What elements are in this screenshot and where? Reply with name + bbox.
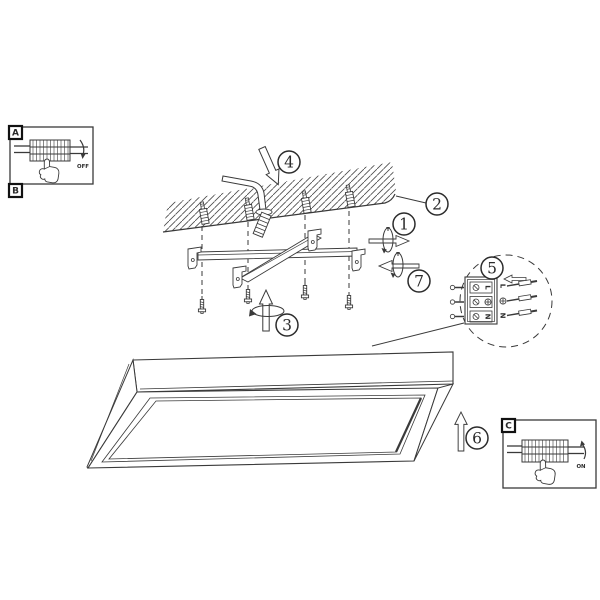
panel-a-letter: A [12,129,19,139]
callout-step-2: 2 [425,192,449,216]
power-off-label: OFF [77,164,89,170]
callout-step-7: 7 [407,269,431,293]
bracket-corner-clip [307,228,322,252]
supply-wires: L N [499,279,538,319]
screw-icon [243,285,253,304]
mounting-screws [197,281,354,314]
panel-a-tag [7,124,24,141]
ceiling-section [162,162,396,233]
rotation-ellipse-icon [382,227,394,253]
power-on-label: ON [576,464,586,470]
flexible-conduit [252,211,272,238]
lamp-right-edge [413,383,454,462]
callout-number: 1 [399,216,409,234]
feed-cable-arrow-icon [258,145,280,186]
unscrew-direction-arrow-icon [377,259,420,273]
inset-panel-c: C ON [500,417,597,489]
callout-step-3: 3 [275,313,299,337]
panel-c-tag [500,417,517,434]
insert-wire-arrow-icon [503,274,527,284]
ceiling-hatch-area [163,162,396,232]
earth-icon [499,297,507,305]
rotation-ellipse-icon [392,252,404,278]
lift-arrow-icon [258,288,274,332]
wire-live-label: L [499,284,507,289]
terminal-screw-icon [472,284,480,320]
terminal-fixing-screws [449,284,464,320]
bracket-corner-clip [351,248,366,272]
callouts: 4 2 1 7 3 5 6 [275,150,504,450]
unscrew-action [377,252,420,278]
panel-b-tag [7,182,24,199]
callout-step-6: 6 [465,426,489,450]
screw-icon [344,291,354,310]
mounting-bracket [187,228,366,289]
callout-step-5: 5 [480,256,504,280]
diffuser-frame-outer [101,394,426,463]
callout-number: 6 [472,430,482,448]
wiring-detail-bubble: L N L N [449,254,553,348]
callout-number: 7 [414,273,424,291]
terminal-neutral-label: N [484,314,492,320]
lift-bracket-action [249,288,285,332]
mains-supply-cable [221,175,273,238]
callout-number: 3 [282,317,292,335]
terminal-strip [507,439,584,463]
earth-icon [484,298,492,306]
panel-b-letter: B [12,187,19,197]
terminal-live-label: L [484,285,492,290]
callout-step-1: 1 [392,212,416,236]
callout-step-4: 4 [277,150,301,174]
wire-neutral-label: N [499,313,507,319]
callout-number: 2 [432,196,442,214]
callout-number: 5 [487,260,497,278]
lamp-body [86,351,454,469]
detail-dashed-circle [459,254,553,348]
terminal-strip [14,139,88,162]
screw-icon [197,295,207,314]
callout-2-leader [395,195,427,204]
screw-direction-arrow-icon [368,234,411,248]
screw-icon [300,281,310,300]
ceiling-bottom-edge [162,193,396,233]
detail-leader-line [371,322,465,347]
lamp-side-band [132,351,454,393]
inset-panel-a: A B OFF [7,124,94,199]
fit-panel-arrow-icon [454,410,468,452]
screw-in-action [368,227,411,254]
panel-c-letter: C [505,422,512,432]
bracket-cross-rail [239,233,322,283]
callout-number: 4 [284,154,294,172]
